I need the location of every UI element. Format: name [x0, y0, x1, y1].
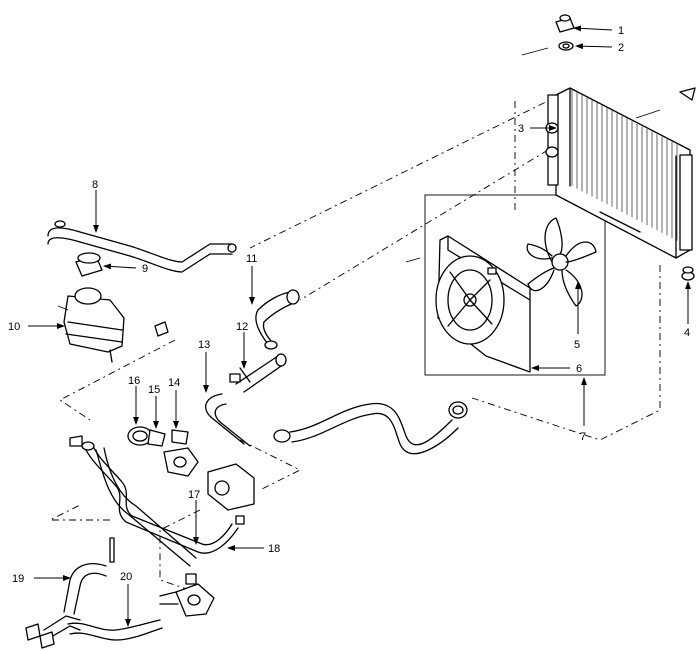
callout-label: 12 [236, 321, 248, 333]
fan [526, 217, 597, 307]
callout-label: 2 [618, 42, 624, 54]
water-inlet [159, 583, 215, 617]
fan-assembly-box [424, 194, 606, 376]
callout-10: 10 [8, 321, 65, 333]
pressure-cap [75, 252, 103, 277]
callout-label: 11 [246, 253, 257, 265]
thermostat-housing [127, 426, 199, 477]
callout-label: 20 [120, 571, 132, 583]
callout-label: 14 [168, 377, 180, 389]
callout-13: 13 [198, 339, 210, 393]
water-outlet [207, 463, 255, 525]
callout-16: 16 [128, 375, 140, 425]
radiator-bracket [679, 87, 696, 101]
radiator-upper-mount [555, 14, 575, 33]
callout-3: 3 [518, 123, 557, 135]
callout-label: 18 [268, 543, 280, 555]
callout-1: 1 [573, 25, 624, 37]
fan-shroud [405, 235, 531, 373]
callout-label: 15 [148, 384, 160, 396]
callout-5: 5 [574, 281, 581, 351]
pipe-12 [229, 353, 287, 393]
callout-14: 14 [168, 377, 180, 429]
radiator-lower-mount [681, 266, 695, 281]
bolt-right [635, 109, 661, 119]
callout-label: 7 [580, 431, 586, 443]
callout-19: 19 [12, 573, 71, 585]
callout-label: 1 [618, 25, 624, 37]
callout-label: 8 [92, 179, 98, 191]
callout-label: 3 [518, 123, 524, 135]
callout-label: 6 [576, 363, 582, 375]
expansion-tank [57, 287, 169, 363]
bottom-hoses [25, 537, 163, 649]
callout-label: 5 [574, 339, 580, 351]
reference-lines [49, 94, 661, 591]
callout-label: 4 [684, 327, 690, 339]
callout-4: 4 [684, 281, 691, 339]
callout-label: 13 [198, 339, 210, 351]
callout-9: 9 [103, 263, 148, 275]
callout-11: 11 [246, 253, 257, 305]
callout-label: 17 [188, 489, 200, 501]
callout-label: 19 [12, 573, 24, 585]
heater-hoses [69, 435, 239, 585]
callout-18: 18 [227, 543, 280, 555]
callout-17: 17 [188, 489, 200, 545]
callout-8: 8 [92, 179, 99, 233]
callout-12: 12 [236, 321, 248, 369]
callout-label: 10 [8, 321, 20, 333]
callout-label: 16 [128, 375, 140, 387]
callout-20: 20 [120, 571, 132, 627]
radiator [545, 87, 693, 259]
bolt [521, 47, 549, 56]
callouts: 1 2 3 4 5 6 7 8 [8, 25, 691, 627]
callout-15: 15 [148, 384, 160, 429]
callout-6: 6 [531, 363, 582, 375]
lower-radiator-hose [205, 393, 468, 455]
callout-label: 9 [142, 263, 148, 275]
callout-7: 7 [580, 377, 587, 443]
callout-2: 2 [575, 42, 624, 54]
upper-radiator-hose [47, 220, 237, 273]
radiator-bushing [558, 41, 574, 51]
hose-11 [255, 289, 300, 350]
